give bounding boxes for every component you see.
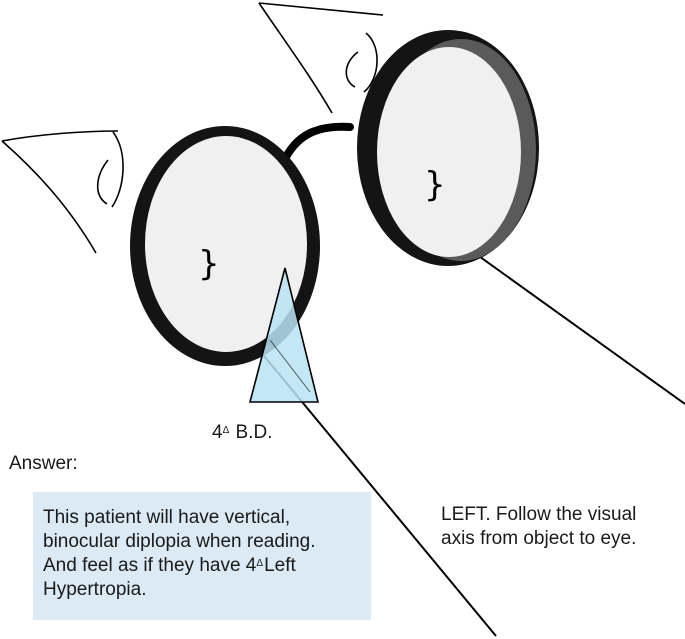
base-down-prism — [248, 267, 320, 403]
left-eye-sketch — [258, 2, 384, 114]
answer-line: And feel as if they have 4ΔLeft — [43, 554, 316, 578]
answer-diopter-symbol: Δ — [256, 558, 264, 569]
right-eye-sketch — [1, 130, 124, 254]
answer-box — [33, 492, 371, 620]
frame-bridge — [279, 122, 354, 167]
right-lens-brace: } — [198, 244, 220, 284]
prism-amount: 4 — [212, 422, 223, 443]
answer-line: This patient will have vertical, — [43, 507, 291, 528]
answer-line: binocular diplopia when reading. — [43, 531, 316, 552]
right-lens — [130, 126, 320, 366]
prism-axis-segment — [269, 339, 311, 393]
answer-line: Hypertropia. — [43, 579, 147, 600]
left-note-line: axis from object to eye. — [441, 528, 637, 549]
prism-label: 4Δ B.D. — [212, 421, 273, 445]
left-note: LEFT. Follow the visual axis from object… — [441, 503, 636, 551]
left-lens — [357, 30, 539, 266]
prism-base-direction: B.D. — [235, 422, 273, 443]
prism-diopter-symbol: Δ — [222, 425, 230, 436]
answer-heading: Answer: — [9, 453, 78, 474]
left-lens-brace: } — [424, 165, 446, 205]
left-note-line: LEFT. Follow the visual — [441, 504, 637, 525]
answer-text: This patient will have vertical, binocul… — [43, 506, 316, 602]
answer-line-text: And feel as if they have 4 — [43, 555, 257, 576]
answer-line-suffix: Left — [264, 555, 296, 576]
